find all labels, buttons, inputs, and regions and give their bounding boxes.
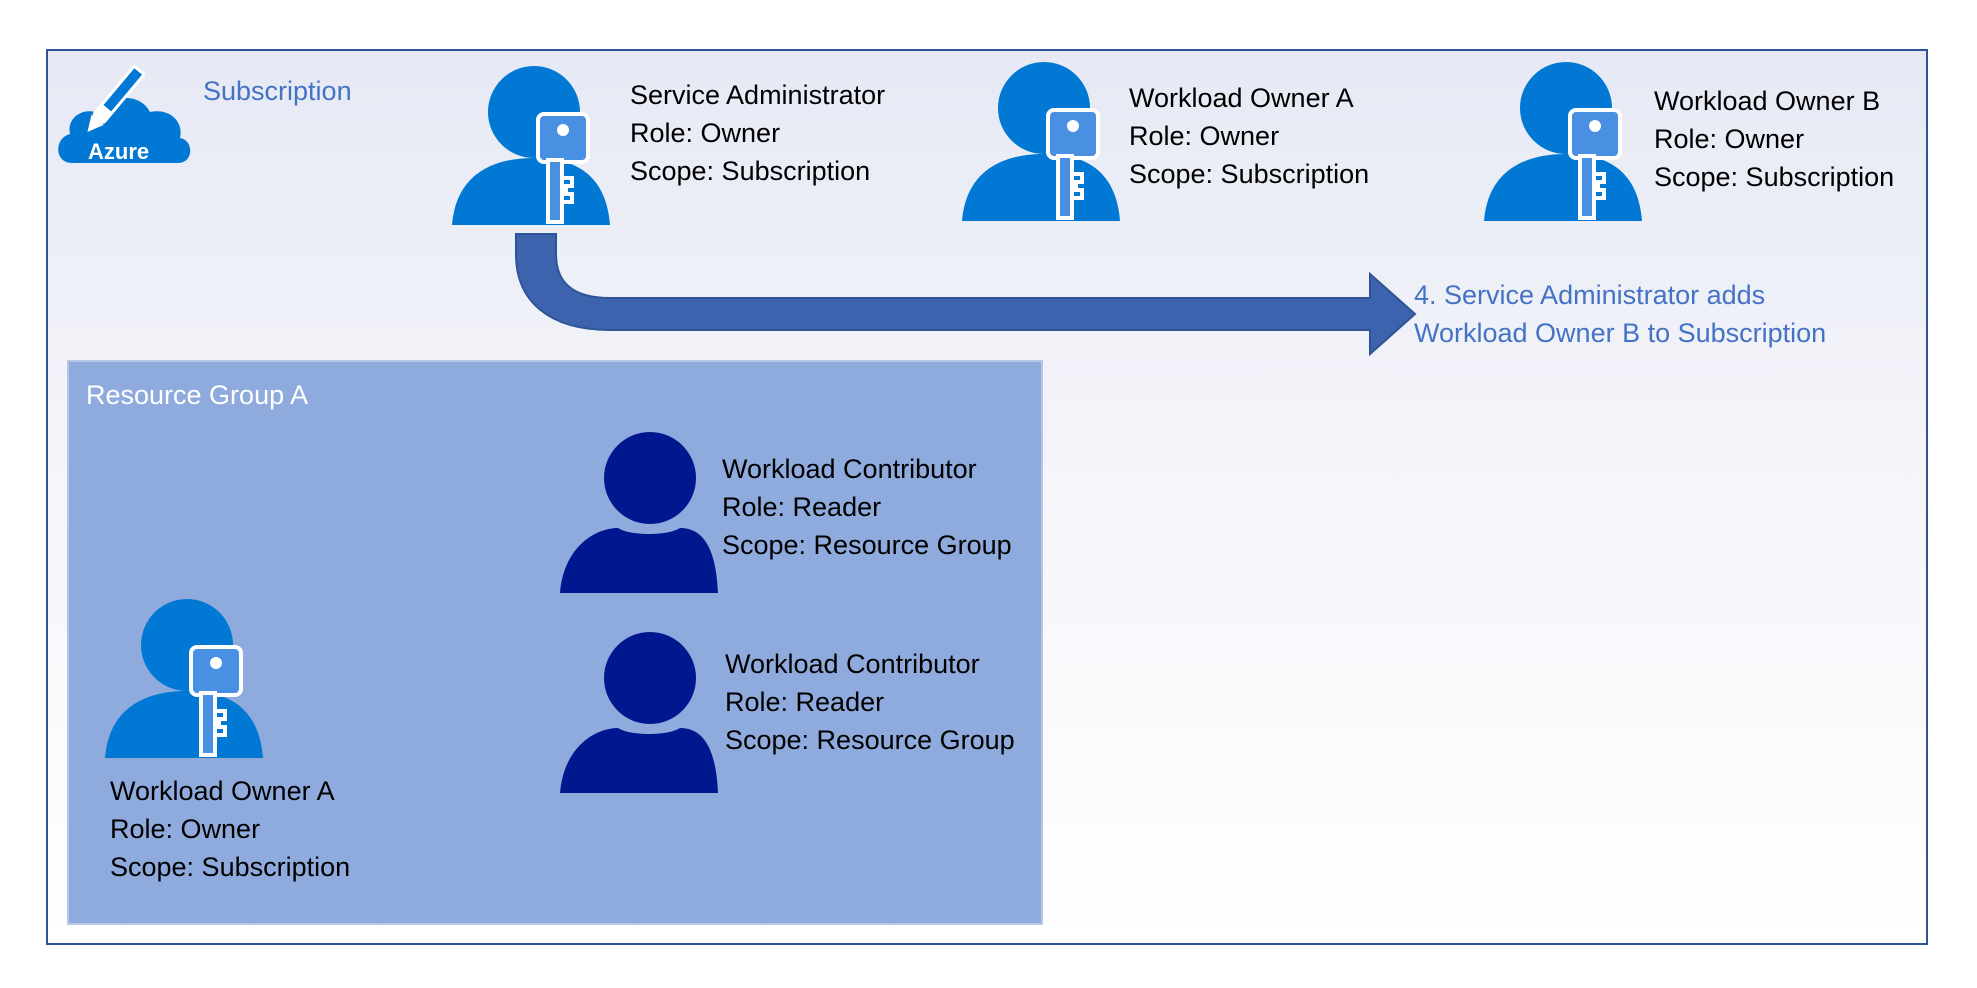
person-scope: Scope: Subscription xyxy=(1129,159,1370,189)
workload-owner-b-text: Workload Owner B Role: Owner Scope: Subs… xyxy=(1654,82,1894,196)
person-name: Workload Contributor xyxy=(725,649,980,679)
person-scope: Scope: Subscription xyxy=(630,156,871,186)
step-note-line2: Workload Owner B to Subscription xyxy=(1414,318,1827,348)
person-role: Role: Reader xyxy=(725,687,885,717)
person-name: Workload Owner A xyxy=(110,776,335,806)
person-scope: Scope: Subscription xyxy=(1654,162,1895,192)
cloud-label: Azure xyxy=(88,139,149,164)
user-key-icon xyxy=(452,66,610,225)
user-icon xyxy=(560,432,718,593)
person-scope: Scope: Subscription xyxy=(110,852,351,882)
person-scope: Scope: Resource Group xyxy=(725,725,1015,755)
resource-group-label: Resource Group A xyxy=(86,380,309,410)
step-note: 4. Service Administrator adds Workload O… xyxy=(1414,276,1826,352)
service-admin-text: Service Administrator Role: Owner Scope:… xyxy=(630,76,885,190)
contributor-2-text: Workload Contributor Role: Reader Scope:… xyxy=(725,645,1015,759)
subscription-label: Subscription xyxy=(203,76,352,106)
person-name: Workload Owner A xyxy=(1129,83,1354,113)
user-key-icon xyxy=(1484,62,1642,221)
azure-cloud-pencil-icon: Azure xyxy=(58,65,191,164)
workload-owner-a-text: Workload Owner A Role: Owner Scope: Subs… xyxy=(1129,79,1369,193)
person-scope: Scope: Resource Group xyxy=(722,530,1012,560)
contributor-1-text: Workload Contributor Role: Reader Scope:… xyxy=(722,450,1012,564)
person-role: Role: Owner xyxy=(1654,124,1805,154)
person-role: Role: Owner xyxy=(630,118,781,148)
user-key-icon xyxy=(962,62,1120,221)
person-role: Role: Owner xyxy=(110,814,261,844)
step-note-line1: 4. Service Administrator adds xyxy=(1414,280,1766,310)
person-role: Role: Owner xyxy=(1129,121,1280,151)
person-role: Role: Reader xyxy=(722,492,882,522)
rg-owner-text: Workload Owner A Role: Owner Scope: Subs… xyxy=(110,772,350,886)
person-name: Workload Contributor xyxy=(722,454,977,484)
person-name: Workload Owner B xyxy=(1654,86,1881,116)
person-name: Service Administrator xyxy=(630,80,886,110)
user-icon xyxy=(560,632,718,793)
user-key-icon xyxy=(105,599,263,758)
bent-arrow xyxy=(515,233,1417,357)
